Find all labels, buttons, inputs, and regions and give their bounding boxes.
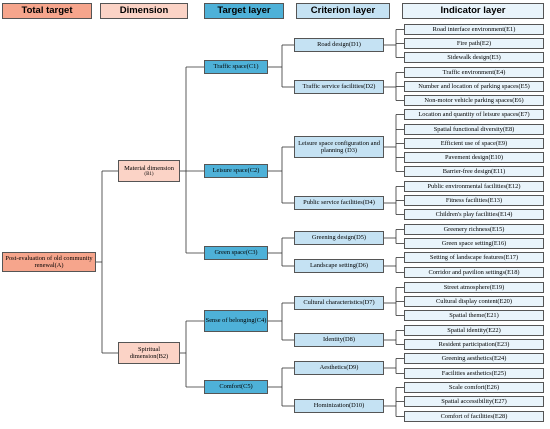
node-c4: Sense of belonging(C4) [204,310,268,332]
node-e5: Number and location of parking spaces(E5… [404,81,544,92]
node-e19: Street atmosphere(E19) [404,282,544,293]
node-e12: Public environmental facilities(E12) [404,181,544,192]
node-d1: Road design(D1) [294,38,384,52]
node-e21: Spatial theme(E21) [404,310,544,321]
node-e8: Spatial functional diversity(E8) [404,124,544,135]
node-d8: Identity(D8) [294,333,384,347]
node-c1: Traffic space(C1) [204,60,268,74]
node-d6: Landscape setting(D6) [294,259,384,273]
node-e25: Facilities aesthetics(E25) [404,368,544,379]
node-d7: Cultural characteristics(D7) [294,296,384,310]
node-d2: Traffic service facilities(D2) [294,80,384,94]
header-total-target: Total target [2,3,92,19]
node-total-target: Post-evaluation of old community renewal… [2,252,96,272]
node-e3: Sidewalk design(E3) [404,52,544,63]
node-e28: Comfort of facilities(E28) [404,411,544,422]
node-e1: Road interface environment(E1) [404,24,544,35]
node-e26: Scale comfort(E26) [404,382,544,393]
node-d5: Greening design(D5) [294,231,384,245]
node-d9: Aesthetics(D9) [294,361,384,375]
node-e18: Corridor and pavilion settings(E18) [404,267,544,278]
node-e2: Fire path(E2) [404,38,544,49]
node-e24: Greening aesthetics(E24) [404,353,544,364]
node-c3: Green space(C3) [204,246,268,260]
node-d10: Hominization(D10) [294,399,384,413]
header-target-layer: Target layer [204,3,284,19]
node-b2: Spiritual dimension(B2) [118,342,180,364]
node-b1-label: Material dimension [124,164,174,172]
node-e20: Cultural display content(E20) [404,296,544,307]
node-e13: Fitness facilities(E13) [404,195,544,206]
node-e10: Pavement design(E10) [404,152,544,163]
node-e16: Green space setting(E16) [404,238,544,249]
node-e22: Spatial identity(E22) [404,325,544,336]
node-e9: Efficient use of space(E9) [404,138,544,149]
header-indicator-layer: Indicator layer [402,3,544,19]
node-e17: Setting of landscape features(E17) [404,252,544,263]
node-e23: Resident participation(E23) [404,339,544,350]
node-c5: Comfort(C5) [204,380,268,394]
node-d4: Public service facilities(D4) [294,196,384,210]
node-e4: Traffic environment(E4) [404,67,544,78]
node-e15: Greenery richness(E15) [404,224,544,235]
node-c2: Leisure space(C2) [204,164,268,178]
node-e14: Children's play facilities(E14) [404,209,544,220]
node-e11: Barrier-free design(E11) [404,166,544,177]
node-e27: Spatial accessibility(E27) [404,396,544,407]
node-b1-code: (B1) [144,171,154,177]
node-d3: Leisure space configuration and planning… [294,136,384,158]
node-b1: Material dimension (B1) [118,160,180,182]
header-criterion-layer: Criterion layer [296,3,390,19]
node-e7: Location and quantity of leisure spaces(… [404,109,544,120]
header-dimension: Dimension [100,3,188,19]
node-e6: Non-motor vehicle parking spaces(E6) [404,95,544,106]
